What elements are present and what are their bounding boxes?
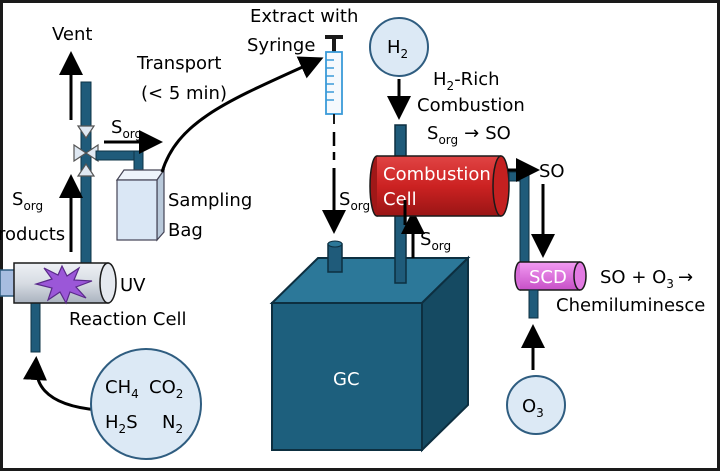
- combustion-cell: [369, 155, 510, 217]
- gas-to-uv-arrow: [23, 356, 99, 412]
- gas-n2: N2: [162, 412, 183, 436]
- o3-bubble-label: O3: [522, 396, 544, 420]
- gas-co2: CO2: [149, 377, 183, 401]
- scd-label: SCD: [529, 267, 567, 288]
- gas-h2s: H2S: [105, 412, 138, 436]
- uv-label: UV: [120, 275, 146, 296]
- s-org-gc-label: Sorg: [420, 229, 451, 253]
- so-label: SO: [539, 161, 565, 182]
- sampling-bag: [115, 168, 166, 242]
- reaction-cell-label: Reaction Cell: [69, 309, 187, 330]
- sampling-bag-label-1: Sampling: [168, 190, 252, 211]
- gc-box: [269, 255, 471, 453]
- sorg-to-so-label: Sorg→SO: [427, 123, 511, 147]
- uv-outlet-pipe: [30, 299, 41, 353]
- o3-bubble: [506, 375, 566, 435]
- combustion-cell-label-1: Combustion: [383, 164, 491, 185]
- combustion-to-scd-pipe: [519, 171, 530, 270]
- sampling-bag-label-2: Bag: [168, 220, 203, 241]
- uv-reaction-cell: [0, 262, 117, 305]
- h2-rich-label: H2-Rich: [433, 69, 500, 93]
- s-org-products-label: Sorg: [12, 189, 43, 213]
- transport-label-1: Transport: [136, 53, 221, 74]
- transport-label-2: (< 5 min): [141, 83, 227, 104]
- h2-bubble-label: H2: [387, 37, 408, 61]
- chemiluminescence-label: Chemiluminesce: [556, 295, 705, 316]
- combustion-label: Combustion: [417, 95, 525, 116]
- s-org-valve-label: Sorg: [111, 117, 142, 141]
- h2-bubble: [369, 17, 429, 77]
- transport-arrow: [160, 56, 324, 173]
- gc-label: GC: [333, 369, 360, 390]
- uv-burst-icon: [33, 264, 93, 305]
- extract-label-2: Syringe: [247, 35, 315, 56]
- syringe-icon: [325, 35, 343, 124]
- gas-mixture-bubble: [90, 348, 202, 460]
- gc-inlet: [327, 243, 343, 273]
- s-org-inject-label: Sorg: [339, 189, 370, 213]
- vent-label: Vent: [52, 24, 92, 45]
- scd-lower-pipe: [528, 289, 539, 319]
- so-plus-o3-label: SO + O3→: [600, 267, 693, 291]
- extract-label-1: Extract with: [250, 6, 358, 27]
- combustion-cell-label-2: Cell: [383, 189, 417, 210]
- gas-ch4: CH4: [105, 377, 139, 401]
- scd-detector: [514, 261, 587, 291]
- products-label: roducts: [0, 224, 65, 245]
